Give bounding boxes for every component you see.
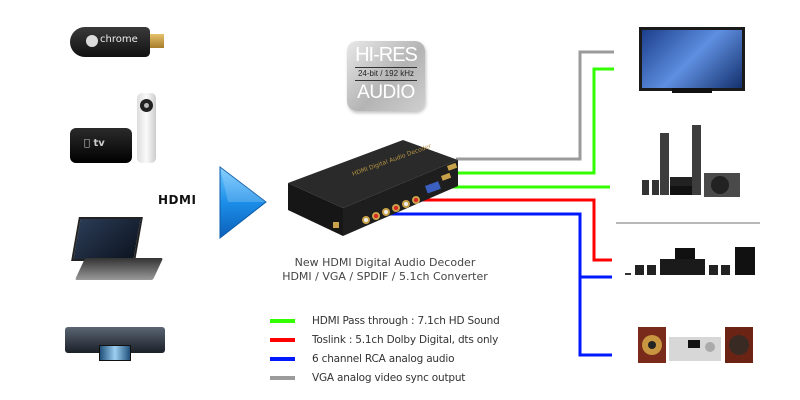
play-arrow-icon <box>219 165 267 240</box>
legend-label: Toslink : 5.1ch Dolby Digital, dts only <box>312 333 499 346</box>
bluray-disc-tray <box>99 345 131 361</box>
bluray-player <box>65 327 165 361</box>
legend-item-rca: 6 channel RCA analog audio <box>270 349 500 368</box>
caption-subtitle: HDMI / VGA / SPDIF / 5.1ch Converter <box>282 270 488 283</box>
legend-swatch-gray <box>270 375 295 380</box>
legend: HDMI Pass through : 7.1ch HD Sound Tosli… <box>270 311 500 387</box>
television-stand <box>672 88 712 93</box>
badge-spec-text: 24-bit / 192 kHz <box>357 69 415 78</box>
hdmi-audio-decoder-device: HDMI Digital Audio Decoder <box>288 140 458 236</box>
home-theater-speakers <box>642 125 740 197</box>
wire-rca-to-receiver <box>377 212 612 279</box>
legend-item-vga: VGA analog video sync output <box>270 368 500 387</box>
badge-rule-bottom <box>355 80 417 81</box>
wire-hdmi-to-tv <box>454 67 614 175</box>
legend-label: VGA analog video sync output <box>312 371 466 384</box>
apple-tv-label:  tv <box>84 138 105 149</box>
mini-hifi-system <box>638 327 753 363</box>
legend-item-hdmi: HDMI Pass through : 7.1ch HD Sound <box>270 311 500 330</box>
television <box>639 27 745 91</box>
badge-rule-top <box>355 67 417 68</box>
laptop-keyboard <box>74 258 164 280</box>
apple-tv-device:  tv <box>70 128 132 163</box>
legend-label: 6 channel RCA analog audio <box>312 352 455 365</box>
hdmi-plug <box>150 34 164 48</box>
badge-audio-text: AUDIO <box>357 82 415 103</box>
wire-rca-to-minisystem <box>578 277 612 357</box>
legend-swatch-red <box>270 337 295 342</box>
hi-res-audio-badge: HI-RES 24-bit / 192 kHz AUDIO <box>347 41 425 111</box>
hdmi-input-label: HDMI <box>158 193 197 207</box>
legend-item-toslink: Toslink : 5.1ch Dolby Digital, dts only <box>270 330 500 349</box>
wire-toslink-to-receiver <box>404 198 612 262</box>
laptop-screen <box>71 217 143 261</box>
wire-vga-to-tv <box>456 50 614 161</box>
badge-hires-text: HI-RES <box>355 44 418 66</box>
av-receiver-system <box>625 247 755 275</box>
legend-swatch-green <box>270 318 295 323</box>
chromecast-label: chrome <box>100 34 138 45</box>
chrome-logo-icon <box>86 35 98 47</box>
apple-remote <box>137 93 156 163</box>
remote-ring-icon <box>140 99 153 112</box>
caption-title: New HDMI Digital Audio Decoder <box>294 256 476 269</box>
legend-swatch-blue <box>270 356 295 361</box>
chromecast-device: chrome <box>70 27 164 57</box>
legend-label: HDMI Pass through : 7.1ch HD Sound <box>312 314 500 327</box>
product-caption: New HDMI Digital Audio Decoder HDMI / VG… <box>260 256 510 284</box>
